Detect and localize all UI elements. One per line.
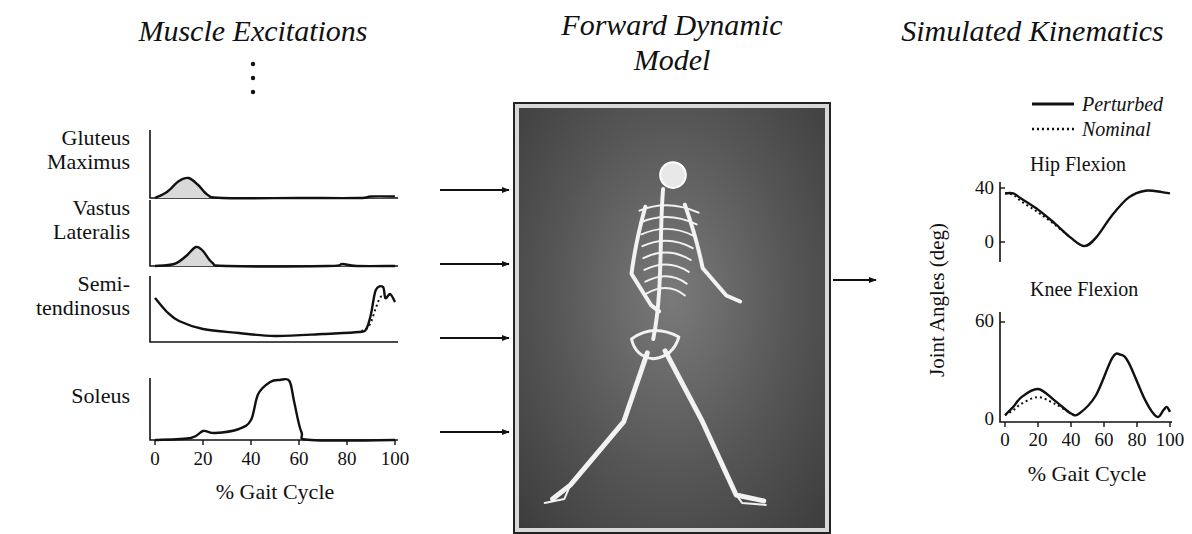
dot (251, 62, 255, 66)
tick (346, 440, 347, 445)
dot (251, 90, 255, 94)
muscle-name: Gluteus Maximus (10, 126, 130, 174)
muscle-plot: Soleus (10, 384, 438, 442)
excitation-curve (155, 247, 395, 266)
plot-axes (150, 130, 398, 198)
tick (298, 440, 299, 445)
tick (1103, 422, 1104, 427)
nominal-curve (1005, 193, 1071, 238)
leg-front (665, 351, 764, 501)
tick (1000, 241, 1005, 242)
perturbed-curve (1005, 353, 1170, 417)
tick-label: 60 (290, 449, 309, 470)
excitation-curve (155, 379, 395, 441)
rib (642, 241, 692, 248)
tick-label: 80 (338, 449, 357, 470)
rib (646, 288, 685, 295)
tick (1000, 187, 1005, 188)
tick (154, 440, 155, 445)
axis-title: Joint Angles (deg) (926, 223, 949, 377)
foot (545, 485, 571, 503)
tick-label: 100 (381, 449, 410, 470)
tick (1004, 422, 1005, 427)
plot-label: Muscle Excitations (138, 14, 367, 47)
tick-label: 40 (975, 178, 994, 199)
plot-label: % Gait Cycle (1028, 462, 1147, 486)
plot-label: Knee Flexion (1030, 278, 1138, 300)
legend-sample (1032, 128, 1074, 130)
pelvis (632, 331, 679, 359)
nominal-curve (361, 294, 390, 331)
plot-label: Hip Flexion (1030, 153, 1126, 175)
foot (736, 495, 766, 505)
ellipsis-dots (251, 62, 255, 94)
tick (1070, 422, 1071, 427)
tick (1037, 422, 1038, 427)
tick-label: 60 (975, 311, 994, 332)
legend-sample (1032, 103, 1074, 106)
tick-label: 0 (150, 449, 160, 470)
model-frame (513, 102, 831, 534)
excitation-fill (155, 178, 395, 198)
plot-axes (150, 378, 398, 440)
perturbed-curve (1005, 190, 1170, 246)
muscle-name: Soleus (10, 384, 130, 408)
tick-label: 20 (194, 449, 213, 470)
tick-label: 100 (1156, 430, 1185, 451)
leg-back (553, 353, 648, 499)
tick-label: 0 (985, 409, 995, 430)
rib (643, 253, 690, 260)
tick-label: 0 (1000, 430, 1010, 451)
tick (394, 440, 395, 445)
rib (645, 276, 686, 283)
model-box: Forward Dynamic Model (513, 8, 831, 534)
muscle-plot: Semi- tendinosus (10, 272, 438, 346)
tick (202, 440, 203, 445)
tick (1136, 422, 1137, 427)
tick-label: 40 (1062, 430, 1081, 451)
plot-axes (1000, 312, 1172, 422)
nominal-curve (1005, 397, 1071, 415)
tick-label: 20 (1029, 430, 1048, 451)
muscle-plot: Vastus Lateralis (10, 196, 438, 268)
plot-axes (150, 200, 398, 266)
plot-label: % Gait Cycle (216, 480, 335, 504)
tick-label: 80 (1128, 430, 1147, 451)
signal-arrow (440, 189, 509, 191)
signal-arrow (440, 263, 509, 265)
column-heading: Simulated Kinematics (880, 14, 1185, 49)
tick (1169, 422, 1170, 427)
muscle-name: Vastus Lateralis (10, 196, 130, 244)
rib (641, 229, 694, 236)
excitation-fill (155, 247, 395, 266)
skull (660, 162, 686, 188)
signal-arrow (440, 337, 509, 339)
signal-arrow (440, 431, 509, 433)
arm-front (685, 205, 740, 302)
plot-axes (150, 276, 398, 342)
legend-text: Perturbed (1082, 93, 1163, 115)
signal-arrow (833, 279, 876, 281)
legend-text: Nominal (1082, 118, 1151, 140)
column-heading: Forward Dynamic Model (513, 8, 831, 77)
rib (639, 205, 698, 212)
skeleton-figure (515, 104, 829, 532)
tick (250, 440, 251, 445)
muscle-plot: Gluteus Maximus (10, 126, 438, 200)
plot-axis (999, 182, 1001, 262)
tick (1000, 321, 1005, 322)
tick-label: 60 (1095, 430, 1114, 451)
rib (644, 264, 688, 271)
excitation-curve (155, 286, 395, 336)
tick-label: 0 (985, 232, 995, 253)
muscle-name: Semi- tendinosus (10, 272, 130, 320)
arm-back (632, 207, 660, 312)
dot (251, 76, 255, 80)
excitation-curve (155, 178, 395, 198)
tick-label: 40 (242, 449, 261, 470)
